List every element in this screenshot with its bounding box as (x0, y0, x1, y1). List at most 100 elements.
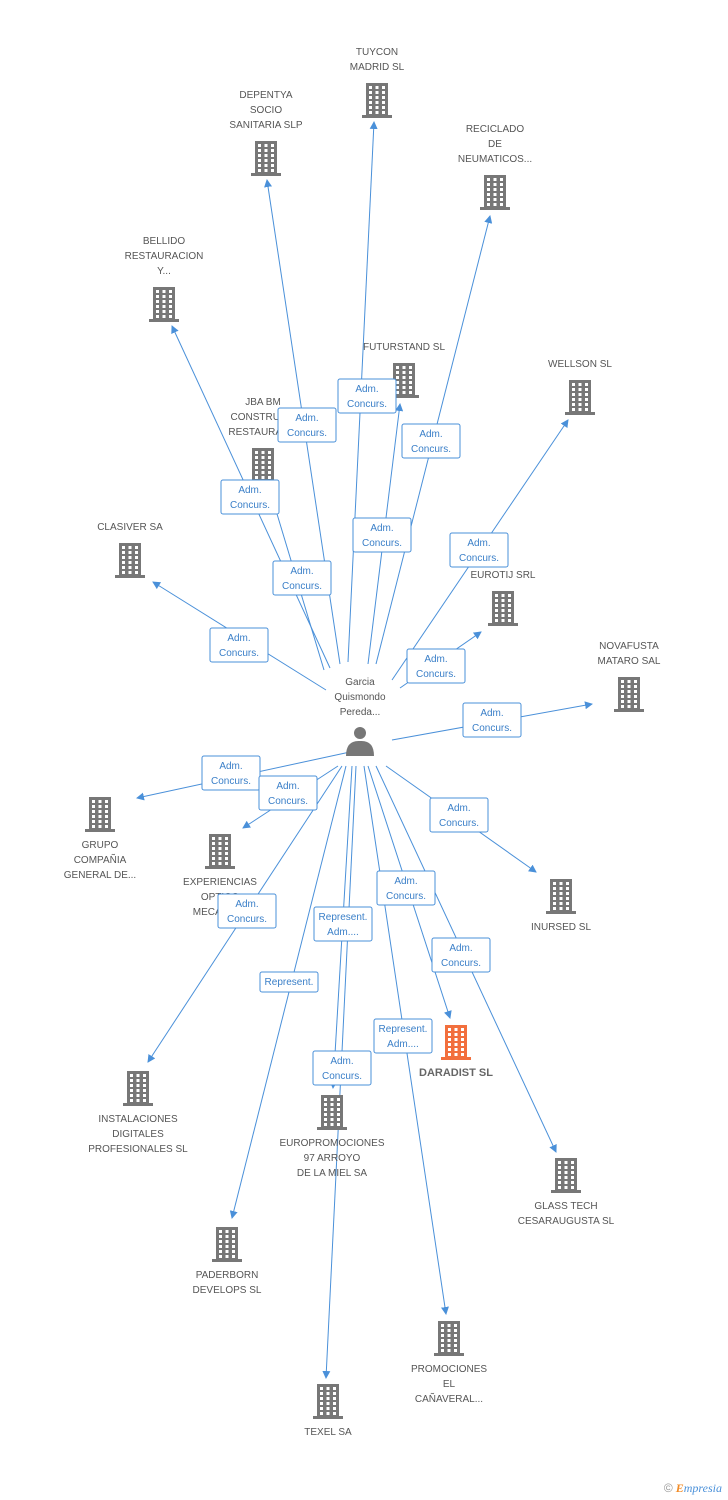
building-window (261, 476, 265, 479)
role-label: Adm. (276, 781, 299, 792)
role-badge-instalaciones[interactable]: Adm.Concurs. (217, 893, 277, 929)
company-node-clasiver[interactable]: CLASIVER SA (97, 522, 163, 578)
building-window (232, 1245, 235, 1248)
building-window (92, 825, 95, 828)
role-badge-wellson[interactable]: Adm.Concurs. (449, 532, 509, 568)
building-window (320, 1392, 323, 1395)
role-badge-clasiver[interactable]: Adm.Concurs. (209, 627, 269, 663)
building-window (225, 857, 228, 860)
role-label: Concurs. (227, 914, 267, 925)
role-badge-reciclado[interactable]: Adm.Concurs. (401, 423, 461, 459)
building-window (122, 551, 125, 554)
role-badge-experiencias[interactable]: Adm. Concurs. (258, 775, 318, 811)
building-window (558, 1176, 561, 1179)
role-badge-novafusta[interactable]: Adm.Concurs. (462, 702, 522, 738)
building-window (402, 371, 406, 374)
building-window (324, 1113, 327, 1116)
role-badge-glasstech[interactable]: Adm.Concurs. (431, 937, 491, 973)
role-badge-promociones[interactable]: Represent.Adm.... (373, 1018, 433, 1054)
building-window (219, 1235, 222, 1238)
role-badge-bellido[interactable]: Adm.Concurs. (220, 479, 280, 515)
building-window (326, 1407, 330, 1410)
role-badge-grupo[interactable]: Adm.Concurs. (201, 755, 261, 791)
building-icon (313, 1384, 343, 1419)
role-badge-daradist[interactable]: Adm.Concurs. (376, 870, 436, 906)
building-window (585, 403, 588, 406)
building-window (448, 1038, 451, 1041)
company-node-reciclado[interactable]: RECICLADODENEUMATICOS... (458, 124, 532, 210)
role-label: Adm. (480, 708, 503, 719)
building-window (454, 1334, 457, 1337)
building-window (369, 111, 372, 114)
role-badge-eurotij[interactable]: Adm.Concurs. (406, 648, 466, 684)
company-node-eurotij[interactable]: EUROTIJ SRL (470, 570, 536, 626)
building-window (634, 685, 637, 688)
building-window (508, 604, 511, 607)
building-window (271, 154, 274, 157)
building-window (258, 144, 261, 147)
role-label: Concurs. (268, 796, 308, 807)
building-window (447, 1334, 451, 1337)
company-label: SANITARIA SLP (229, 120, 303, 131)
building-window (271, 169, 274, 172)
building-window (218, 837, 222, 840)
building-window (219, 1250, 222, 1253)
building-window (212, 847, 215, 850)
role-label: Adm. (447, 803, 470, 814)
role-badge-futurstand[interactable]: Adm.Concurs. (352, 517, 412, 553)
building-window (330, 1123, 334, 1126)
building-window (143, 1084, 146, 1087)
company-node-texel[interactable]: TEXEL SA (304, 1384, 352, 1438)
company-node-wellson[interactable]: WELLSON SL (548, 359, 612, 415)
company-node-promociones[interactable]: PROMOCIONESELCAÑAVERAL... (411, 1321, 487, 1405)
role-badge-inursed[interactable]: Adm.Concurs. (429, 797, 489, 833)
company-node-jba[interactable]: JBA BMCONSTRUC...RESTAURAC... (228, 397, 298, 483)
building-window (143, 1094, 146, 1097)
role-badge-europromociones[interactable]: Adm.Concurs. (312, 1050, 372, 1086)
company-node-bellido[interactable]: BELLIDORESTAURACIONY... (125, 236, 204, 322)
building-window (218, 857, 222, 860)
building-icon (317, 1095, 347, 1130)
footer-brand[interactable]: ©Empresia (664, 1481, 722, 1496)
building-window (136, 1084, 140, 1087)
building-window (320, 1397, 323, 1400)
building-window (627, 695, 631, 698)
building-window (500, 178, 503, 181)
building-window (264, 149, 268, 152)
building-window (98, 810, 102, 813)
building-window (218, 847, 222, 850)
building-window (255, 466, 258, 469)
building-window (382, 91, 385, 94)
company-node-futurstand[interactable]: FUTURSTAND SL (363, 342, 445, 398)
company-label: TUYCON (356, 47, 398, 58)
building-window (258, 159, 261, 162)
building-window (135, 566, 138, 569)
role-badge-texel[interactable]: Represent.Adm.... (313, 906, 373, 942)
building-window (333, 1387, 336, 1390)
role-label: Concurs. (287, 428, 327, 439)
company-node-inursed[interactable]: INURSED SL (531, 879, 591, 933)
building-window (566, 887, 569, 890)
company-node-daradist[interactable]: DARADIST SL (419, 1025, 493, 1079)
building-base (565, 412, 595, 415)
role-badge-depentya[interactable]: Adm.Concurs. (277, 407, 337, 443)
role-badge-tuycon[interactable]: Adm.Concurs. (337, 378, 397, 414)
building-window (441, 1339, 444, 1342)
center-person-node[interactable]: GarciaQuismondoPereda... (334, 677, 386, 756)
role-badge-jba[interactable]: Adm.Concurs. (272, 560, 332, 596)
building-window (92, 820, 95, 823)
building-window (487, 183, 490, 186)
role-label: Adm. (219, 761, 242, 772)
role-badge-paderborn[interactable]: Represent. (259, 971, 319, 993)
building-window (621, 695, 624, 698)
building-window (634, 705, 637, 708)
building-window (495, 604, 498, 607)
